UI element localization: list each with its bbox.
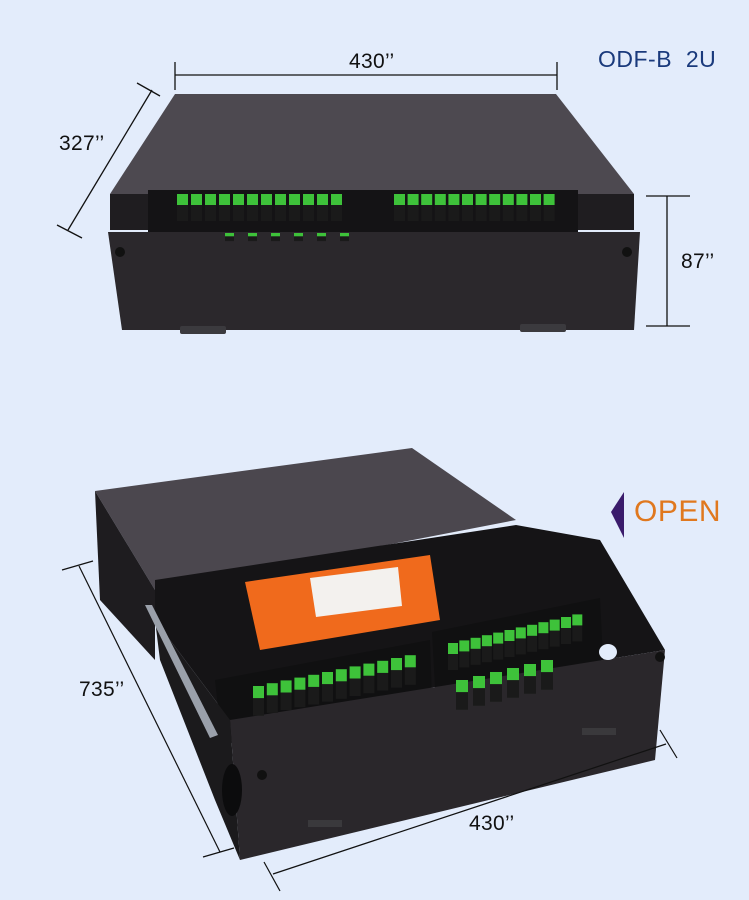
sc-adapter-icon <box>490 672 502 685</box>
sc-adapter-icon <box>225 233 234 237</box>
sc-adapter-icon <box>363 663 375 676</box>
sc-adapter-icon <box>289 194 300 205</box>
sc-adapter-icon <box>493 632 504 644</box>
top-depth-label: 327’’ <box>59 132 105 155</box>
sc-adapter-icon <box>317 194 328 205</box>
adapter-row-front-left <box>253 655 416 716</box>
sc-adapter-icon <box>335 669 347 682</box>
sc-adapter-icon <box>448 643 458 654</box>
arrow-left-icon <box>611 492 624 538</box>
sc-adapter-icon <box>253 686 264 699</box>
sc-adapter-icon <box>524 664 536 677</box>
sc-adapter-icon <box>205 194 216 205</box>
bottom-depth-label: 735’’ <box>79 678 125 701</box>
sc-adapter-icon <box>391 658 402 671</box>
sc-adapter-icon <box>507 668 519 681</box>
sc-adapter-icon <box>303 194 314 205</box>
sc-adapter-icon <box>177 194 188 205</box>
sc-adapter-icon <box>377 660 389 673</box>
sc-adapter-icon <box>248 233 257 237</box>
screw-icon <box>257 770 267 780</box>
sc-adapter-icon <box>502 194 514 205</box>
product-size: 2U <box>685 46 717 72</box>
product-model: ODF-B <box>598 46 673 72</box>
sc-adapter-icon <box>470 637 481 649</box>
sc-adapter-icon <box>462 194 473 205</box>
sc-adapter-icon <box>294 233 303 237</box>
open-state-label: OPEN <box>634 495 722 528</box>
sc-adapter-icon <box>394 194 405 205</box>
sc-adapter-icon <box>340 233 349 237</box>
sc-adapter-icon <box>349 666 361 679</box>
top-width-label: 430’’ <box>349 50 395 73</box>
sc-adapter-icon <box>261 194 272 205</box>
sc-adapter-icon <box>294 677 306 690</box>
sc-adapter-icon <box>530 194 541 205</box>
sc-adapter-icon <box>266 683 278 696</box>
splice-label-card <box>310 567 402 617</box>
sc-adapter-icon <box>434 194 446 205</box>
slide-rail <box>145 605 218 738</box>
adapter-row-lower <box>225 233 349 242</box>
sc-adapter-icon <box>448 194 460 205</box>
sc-adapter-icon <box>475 194 487 205</box>
cable-port <box>222 764 242 816</box>
sc-adapter-icon <box>247 194 258 205</box>
adapter-row-front-right-lower <box>456 660 553 710</box>
sc-adapter-icon <box>481 635 492 647</box>
product-title: ODF-B 2U <box>598 46 716 73</box>
sc-adapter-icon <box>308 674 320 687</box>
sc-adapter-icon <box>421 194 433 205</box>
foot-icon <box>180 326 226 334</box>
top-height-label: 87’’ <box>681 250 715 273</box>
sc-adapter-icon <box>459 640 470 652</box>
screw-icon <box>622 247 632 257</box>
screw-icon <box>115 247 125 257</box>
adapter-row-left <box>177 194 342 221</box>
adapter-row-front-right-upper <box>448 614 583 670</box>
sc-adapter-icon <box>489 194 501 205</box>
sc-adapter-icon <box>473 676 485 689</box>
sc-adapter-icon <box>191 194 202 205</box>
screw-icon <box>655 652 665 662</box>
bottom-width-label: 430’’ <box>469 812 515 835</box>
sc-adapter-icon <box>407 194 419 205</box>
sc-adapter-icon <box>456 680 468 693</box>
sc-adapter-icon <box>538 622 549 634</box>
sc-adapter-icon <box>233 194 244 205</box>
foot-icon <box>308 820 342 827</box>
sc-adapter-icon <box>561 617 571 628</box>
adapter-row-right <box>394 194 555 221</box>
sc-adapter-icon <box>516 194 528 205</box>
sc-adapter-icon <box>280 680 292 693</box>
sc-adapter-icon <box>527 624 538 636</box>
sc-adapter-icon <box>504 630 515 641</box>
cable-hole <box>599 644 617 660</box>
sc-adapter-icon <box>219 194 230 205</box>
sc-adapter-icon <box>549 619 560 631</box>
sc-adapter-icon <box>271 233 280 237</box>
sc-adapter-icon <box>543 194 555 205</box>
sc-adapter-icon <box>331 194 342 205</box>
sc-adapter-icon <box>572 614 583 626</box>
sc-adapter-icon <box>515 627 526 639</box>
sc-adapter-icon <box>404 655 416 668</box>
sc-adapter-icon <box>541 660 553 673</box>
sc-adapter-icon <box>275 194 286 205</box>
sc-adapter-icon <box>317 233 326 237</box>
sc-adapter-icon <box>322 672 333 685</box>
foot-icon <box>582 728 616 735</box>
foot-icon <box>520 324 566 332</box>
